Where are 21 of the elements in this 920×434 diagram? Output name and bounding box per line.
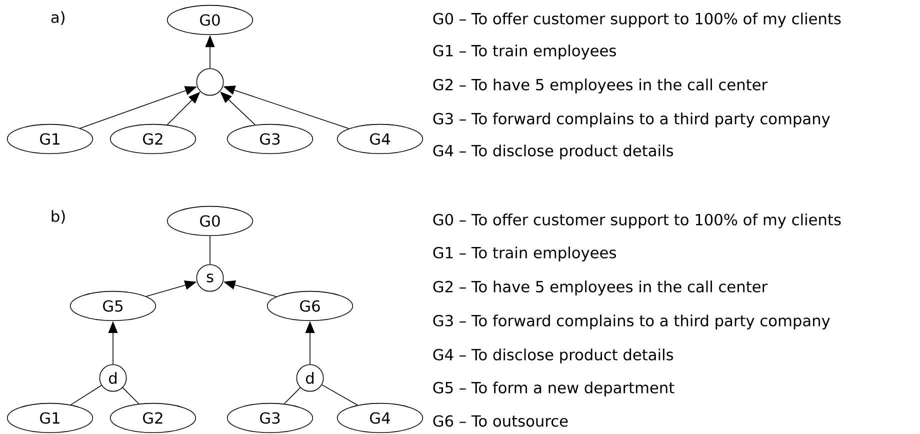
circle-node: d <box>296 364 324 392</box>
connector-line <box>322 384 358 406</box>
panel-label: a) <box>51 11 64 25</box>
circle-node: s <box>196 264 224 292</box>
circle-node: d <box>99 364 127 392</box>
goal-description: G2 – To have 5 employees in the call center <box>433 280 768 296</box>
goal-description: G4 – To disclose product details <box>433 144 674 160</box>
goal-description: G2 – To have 5 employees in the call center <box>433 78 768 94</box>
goal-description: G0 – To offer customer support to 100% of my clients <box>433 12 841 28</box>
goal-description: G1 – To train employees <box>433 44 616 60</box>
connector-line <box>70 384 102 406</box>
goal-description: G0 – To offer customer support to 100% of my clients <box>433 214 841 228</box>
connector-line <box>122 387 140 404</box>
panel-label: b) <box>52 210 65 224</box>
goal-description: G5 – To form a new department <box>433 382 674 396</box>
goal-description: G1 – To train employees <box>433 246 616 262</box>
circle-node <box>196 68 224 96</box>
goal-description: G3 – To forward complains to a third party company <box>433 112 830 128</box>
connector-line <box>284 387 301 404</box>
goal-description: G4 – To disclose product details <box>433 348 674 364</box>
goal-description: G3 – To forward complains to a third party company <box>433 314 830 330</box>
